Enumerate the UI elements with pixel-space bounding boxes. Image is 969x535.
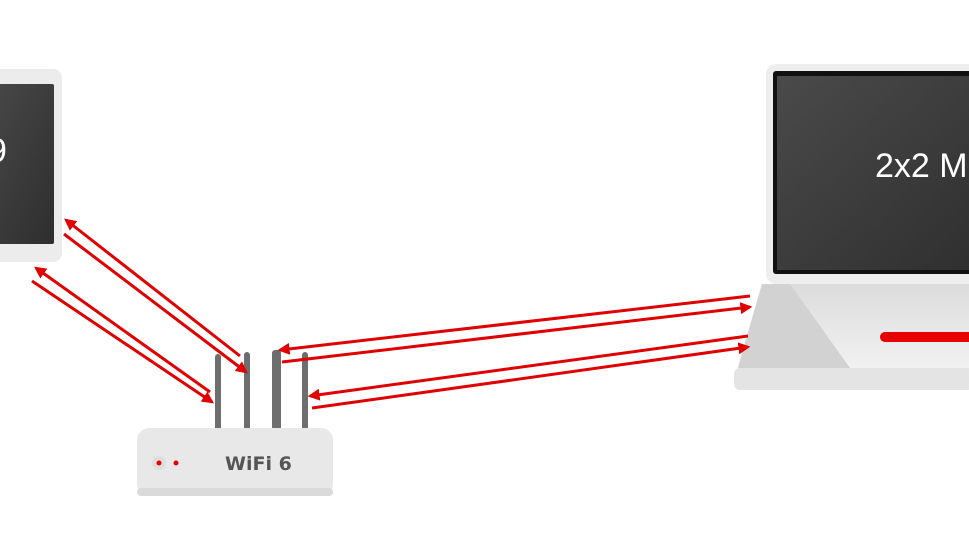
router-led-2 <box>173 460 179 466</box>
signal-arrow <box>277 294 751 355</box>
laptop-screen-inner <box>777 76 969 270</box>
signal-arrow <box>31 279 214 404</box>
laptop-base-shade <box>738 284 850 368</box>
router-device: WiFi 6 <box>137 350 333 496</box>
signal-arrow <box>281 302 753 364</box>
tablet-device: 9 <box>0 69 62 262</box>
signal-arrow <box>311 342 751 410</box>
signal-arrow <box>307 334 749 401</box>
router-antenna-1 <box>215 354 221 438</box>
laptop-trackpad-accent <box>880 332 969 342</box>
router-body <box>137 428 333 496</box>
router-led-1 <box>156 460 162 466</box>
router-label: WiFi 6 <box>225 453 292 475</box>
router-body-shadow <box>137 488 333 496</box>
signal-arrow <box>64 218 241 358</box>
router-antenna-4 <box>302 352 308 438</box>
laptop-screen-label: 2x2 MI <box>875 147 969 185</box>
laptop-device: 2x2 MI <box>734 64 969 390</box>
router-antenna-2 <box>244 352 250 438</box>
tablet-screen-label: 9 <box>0 132 7 170</box>
router-antenna-3 <box>272 350 281 430</box>
tablet-screen <box>0 84 54 244</box>
signal-links <box>31 218 753 410</box>
signal-arrow <box>34 266 211 394</box>
laptop-base-front <box>734 368 969 390</box>
signal-arrow <box>63 232 248 374</box>
